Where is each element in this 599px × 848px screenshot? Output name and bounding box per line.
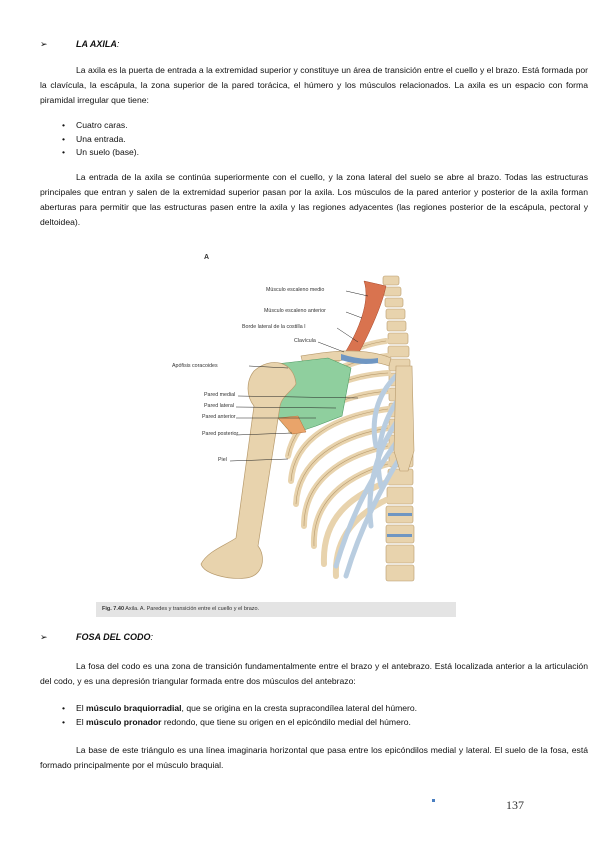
paragraph-text: La base de este triángulo es una línea i… <box>40 745 588 770</box>
fosa-muscles-list: El músculo braquiorradial, que se origin… <box>62 702 417 729</box>
panel-letter: A <box>204 254 210 261</box>
list-item: Cuatro caras. <box>62 119 139 133</box>
label-escaleno-anterior: Músculo escaleno anterior <box>264 308 326 314</box>
label-clavicula: Clavícula <box>294 338 316 344</box>
axilla-illustration <box>200 275 415 582</box>
decorative-dot <box>432 799 435 802</box>
anatomy-figure: A <box>96 246 456 618</box>
humerus <box>200 362 297 579</box>
arrow-bullet-icon: ➢ <box>40 632 48 642</box>
axila-features-list: Cuatro caras. Una entrada. Un suelo (bas… <box>62 119 139 160</box>
paragraph-text: La entrada de la axila se continúa super… <box>40 172 588 227</box>
label-pared-lateral: Pared lateral <box>204 403 235 409</box>
label-pared-anterior: Pared anterior <box>202 414 236 420</box>
paragraph-text: La fosa del codo es una zona de transici… <box>40 661 588 686</box>
list-item: Un suelo (base). <box>62 146 139 160</box>
list-item: El músculo braquiorradial, que se origin… <box>62 702 417 716</box>
paragraph-fosa-base: La base de este triángulo es una línea i… <box>40 743 588 773</box>
label-pared-posterior: Pared posterior <box>202 431 239 437</box>
label-escaleno-medio: Músculo escaleno medio <box>266 287 325 293</box>
figure-caption-label: Fig. 7.40 <box>102 606 125 612</box>
figure-caption-text: Axila. A. Paredes y transición entre el … <box>124 606 260 612</box>
section-title: FOSA DEL CODO <box>76 632 151 642</box>
section-heading-axila: ➢ LA AXILA: <box>40 39 120 49</box>
bold-term: músculo braquiorradial <box>86 703 182 713</box>
page-number: 137 <box>506 798 524 812</box>
paragraph-fosa-intro: La fosa del codo es una zona de transici… <box>40 659 588 689</box>
arrow-bullet-icon: ➢ <box>40 39 48 49</box>
label-apofisis: Apófisis coracoides <box>172 363 218 369</box>
list-item: El músculo pronador redondo, que tiene s… <box>62 716 417 730</box>
label-piel: Piel <box>218 457 227 463</box>
section-title-suffix: : <box>150 632 154 642</box>
section-heading-fosa-codo: ➢ FOSA DEL CODO: <box>40 632 154 642</box>
figure-caption: Fig. 7.40 Axila. A. Paredes y transición… <box>96 602 456 617</box>
list-item: Una entrada. <box>62 133 139 147</box>
label-borde-costilla: Borde lateral de la costilla I <box>242 324 306 330</box>
paragraph-axila-entrance: La entrada de la axila se continúa super… <box>40 170 588 230</box>
bold-term: músculo pronador <box>86 716 162 727</box>
paragraph-axila-intro: La axila es la puerta de entrada a la ex… <box>40 63 588 108</box>
section-title: LA AXILA <box>76 39 117 49</box>
section-title-suffix: : <box>116 39 120 49</box>
label-pared-medial: Pared medial <box>204 392 236 398</box>
paragraph-text: La axila es la puerta de entrada a la ex… <box>40 65 588 105</box>
sternum <box>393 365 415 472</box>
